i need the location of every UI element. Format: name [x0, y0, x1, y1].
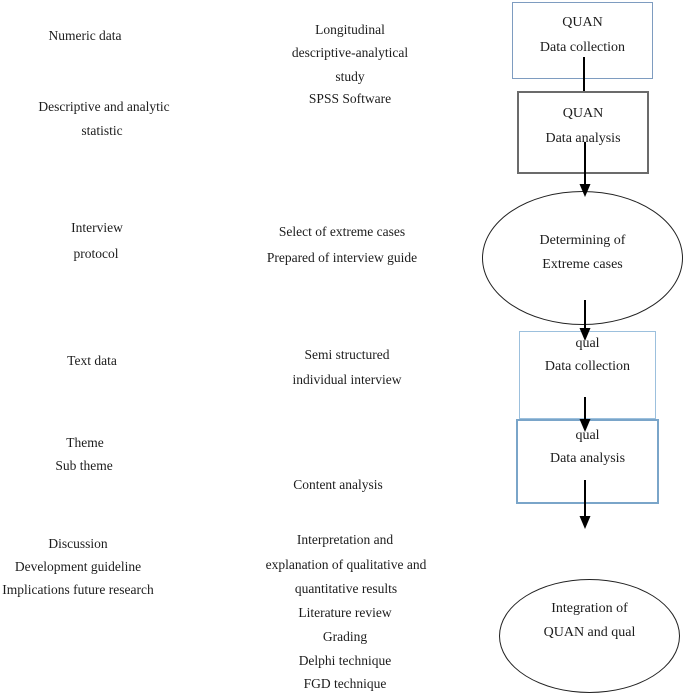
label-literature-review: Literature review	[298, 605, 392, 620]
label-development-guideline: Development guideline	[14, 559, 142, 574]
label-spss-software: SPSS Software	[308, 91, 392, 106]
label-numeric-data: Numeric data	[48, 28, 122, 43]
integration-line1: Integration of	[551, 601, 628, 616]
qual-collection-line1: qual	[575, 336, 600, 351]
label-individual-interview: individual interview	[292, 372, 402, 387]
label-explanation-qualitative: explanation of qualitative and	[265, 557, 427, 572]
quan-analysis-line2: Data analysis	[545, 131, 621, 146]
label-interpretation-and: Interpretation and	[296, 532, 394, 547]
integration-quan-qual-ellipse: Integration of QUAN and qual	[499, 579, 680, 693]
quan-data-analysis-box: QUAN Data analysis	[517, 91, 649, 174]
qual-analysis-line2: Data analysis	[549, 451, 626, 466]
determining-line2: Extreme cases	[542, 257, 623, 272]
quan-analysis-line1: QUAN	[562, 106, 604, 121]
label-longitudinal: Longitudinal	[315, 22, 385, 37]
label-grading: Grading	[322, 629, 368, 644]
arrowhead-integration	[579, 516, 591, 529]
label-quantitative-results: quantitative results	[294, 581, 398, 596]
label-discussion: Discussion	[48, 536, 108, 551]
label-interview: Interview	[71, 220, 123, 235]
quan-collection-line2: Data collection	[539, 40, 626, 55]
label-fgd-technique: FGD technique	[303, 676, 387, 691]
label-sub-theme: Sub theme	[55, 458, 113, 473]
quan-collection-line1: QUAN	[562, 15, 603, 30]
label-descriptive-analytical: descriptive-analytical	[291, 45, 409, 60]
label-select-extreme-cases: Select of extreme cases	[278, 224, 406, 239]
label-prepared-interview-guide: Prepared of interview guide	[266, 250, 418, 265]
label-study: study	[335, 69, 365, 84]
label-content-analysis: Content analysis	[293, 477, 383, 492]
determining-line1: Determining of	[539, 233, 626, 248]
qual-data-analysis-box: qual Data analysis	[516, 419, 659, 504]
label-statistic: statistic	[81, 123, 123, 138]
quan-data-collection-box: QUAN Data collection	[512, 2, 653, 79]
label-delphi-technique: Delphi technique	[298, 653, 392, 668]
label-theme: Theme	[66, 435, 104, 450]
qual-data-collection-box: qual Data collection	[519, 331, 656, 419]
integration-line2: QUAN and qual	[543, 625, 636, 640]
label-descriptive-analytic: Descriptive and analytic	[38, 99, 170, 114]
label-implications-future-research: Implications future research	[2, 582, 154, 597]
label-semi-structured: Semi structured	[304, 347, 390, 362]
determining-extreme-cases-ellipse: Determining of Extreme cases	[482, 191, 683, 325]
label-text-data: Text data	[67, 353, 117, 368]
qual-collection-line2: Data collection	[544, 359, 631, 374]
qual-analysis-line1: qual	[575, 428, 600, 443]
label-protocol: protocol	[73, 246, 119, 261]
